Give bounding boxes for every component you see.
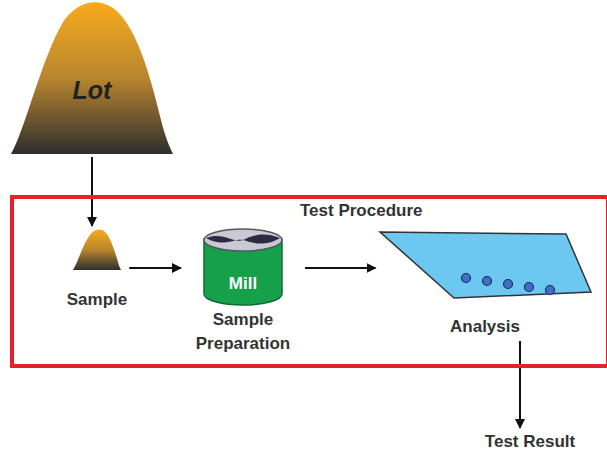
mill-node: MillSample Preparation: [183, 228, 303, 356]
mill-cylinder: [203, 228, 283, 306]
flow-arrow: [519, 341, 521, 428]
flow-arrow: [129, 267, 181, 269]
step-label: Test Result: [485, 430, 575, 454]
step-label: Sample Preparation: [183, 308, 303, 356]
analysis-plate: [378, 230, 593, 300]
sample-pile: [73, 228, 121, 270]
step-label: Analysis: [450, 315, 520, 339]
step-label: Sample: [67, 288, 127, 312]
shape-label: Mill: [203, 228, 283, 296]
sample-node: Sample: [67, 228, 127, 312]
test-procedure-band: Test ProcedureSample MillSample Preparati…: [10, 195, 607, 368]
shape-label: Lot: [11, 0, 173, 102]
flow-arrow: [305, 267, 376, 269]
lot-pile-node: Lot: [11, 0, 173, 155]
flow-arrow: [91, 157, 93, 226]
test-result-node: Test Result: [485, 430, 575, 454]
group-title: Test Procedure: [300, 199, 423, 223]
analysis-node: Analysis: [378, 230, 593, 339]
